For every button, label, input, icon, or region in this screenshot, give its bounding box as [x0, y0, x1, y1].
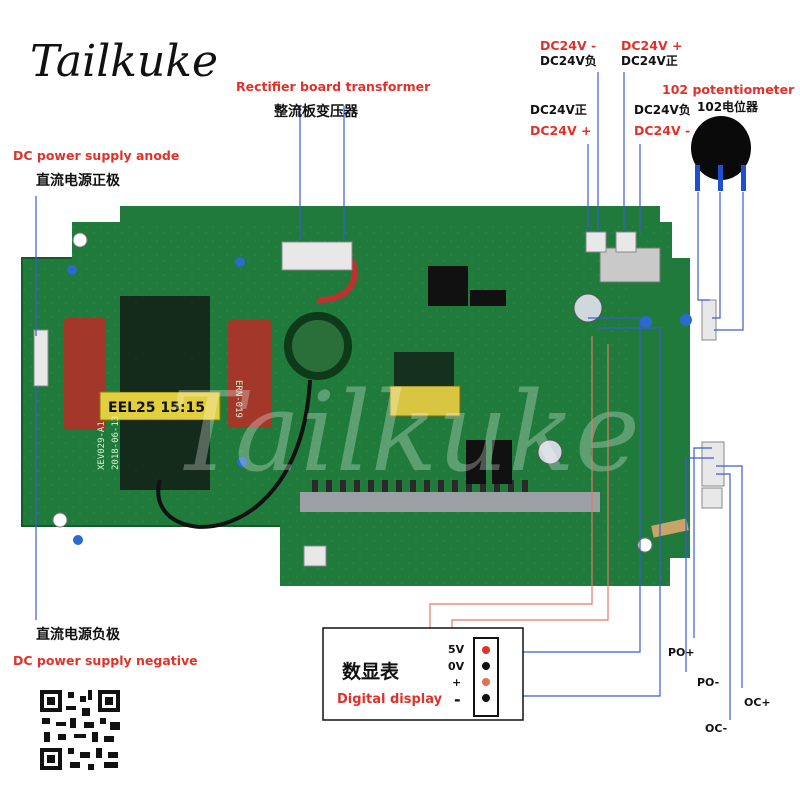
- top-dc24v-minus-en: DC24V -: [540, 38, 597, 53]
- board-date-silk: 2018-06-13: [111, 416, 121, 470]
- brand-logo-text: Tailkuke: [30, 36, 219, 87]
- board-model-silk: XEV029-A1: [97, 421, 107, 470]
- display-pin-minus-label: -: [454, 690, 461, 709]
- digital-display-title: 数显表: [342, 661, 400, 683]
- oc-plus-label: OC+: [744, 696, 771, 709]
- transformer-silk: EEL25 15:15: [108, 400, 205, 416]
- po-minus-label: PO-: [697, 676, 720, 689]
- oc-minus-label: OC-: [705, 722, 728, 735]
- dc-anode-label-cn: 直流电源正极: [36, 173, 120, 189]
- annotation-lines: [35, 72, 744, 720]
- dc-anode-label-en: DC power supply anode: [13, 148, 180, 163]
- board-code-silk: ERN-019: [233, 380, 243, 418]
- top-dc24v-minus-cn: DC24V负: [540, 54, 597, 68]
- po-plus-label: PO+: [668, 646, 695, 659]
- dc-negative-label-cn: 直流电源负极: [36, 627, 120, 643]
- display-pin-5v-dot: [482, 646, 490, 654]
- display-pin-plus-dot: [482, 678, 490, 686]
- dc-negative-label-en: DC power supply negative: [13, 653, 198, 668]
- display-pin-0v-dot: [482, 662, 490, 670]
- potentiometer-icon: [691, 116, 751, 191]
- potentiometer-label-cn: 102电位器: [697, 100, 759, 114]
- mid-dc24v-minus-en: DC24V -: [634, 123, 691, 138]
- top-dc24v-plus-en: DC24V +: [621, 38, 683, 53]
- mid-dc24v-plus-cn: DC24V正: [530, 103, 587, 117]
- mid-dc24v-plus-en: DC24V +: [530, 123, 592, 138]
- display-pin-minus-dot: [482, 694, 490, 702]
- qr-code-icon: [38, 688, 122, 772]
- potentiometer-label-en: 102 potentiometer: [662, 82, 795, 97]
- rectifier-label-cn: 整流板变压器: [274, 104, 358, 120]
- display-pin-0v-label: 0V: [448, 660, 465, 673]
- display-pin-5v-label: 5V: [448, 643, 465, 656]
- display-pin-plus-label: +: [452, 676, 462, 689]
- rectifier-label-en: Rectifier board transformer: [236, 79, 431, 94]
- mid-dc24v-minus-cn: DC24V负: [634, 103, 691, 117]
- digital-display-box: [322, 627, 524, 721]
- watermark-text: Tailkuke: [170, 368, 640, 496]
- digital-display-subtitle: Digital display: [337, 692, 443, 707]
- top-dc24v-plus-cn: DC24V正: [621, 54, 678, 68]
